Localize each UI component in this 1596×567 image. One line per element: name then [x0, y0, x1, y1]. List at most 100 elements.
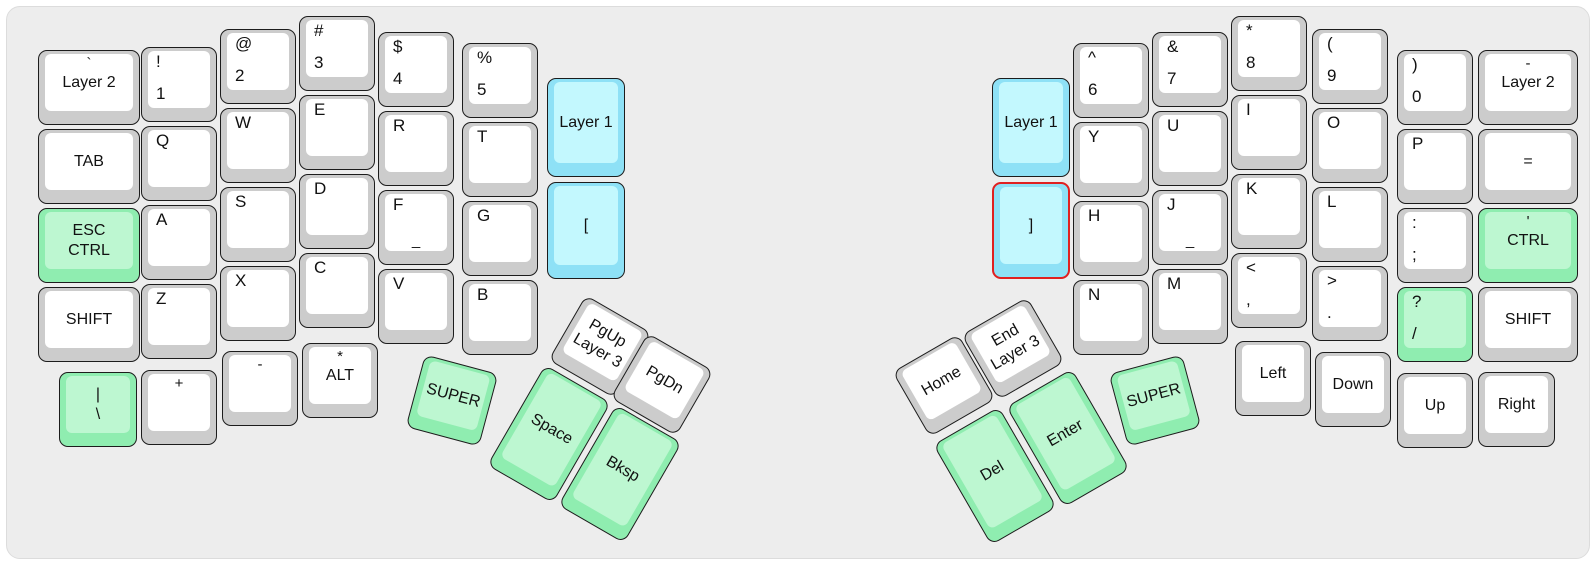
keycap-top: I: [1238, 99, 1300, 156]
key-rparen-0[interactable]: )0: [1397, 50, 1473, 125]
key-shift-left[interactable]: SHIFT: [38, 287, 140, 362]
key-down-arrow[interactable]: Down: [1315, 352, 1391, 427]
key-shift-right[interactable]: SHIFT: [1478, 287, 1578, 362]
key-asterisk-alt[interactable]: *ALT: [302, 343, 378, 418]
keycap-top: -Layer 2: [1485, 54, 1571, 111]
key-s[interactable]: S: [220, 187, 296, 262]
key-label-bottom-left: 4: [393, 69, 403, 88]
key-label-top-left: !: [156, 52, 161, 71]
keycap-top: R: [385, 115, 447, 172]
key-d[interactable]: D: [299, 174, 375, 249]
key-e[interactable]: E: [299, 95, 375, 170]
keycap-top: V: [385, 273, 447, 330]
key-rbracket[interactable]: ]: [992, 182, 1070, 279]
homing-bar: _: [411, 232, 421, 249]
keycap-top: S: [227, 191, 289, 248]
key-caret-6[interactable]: ^6: [1073, 43, 1149, 118]
key-label-top-left: D: [314, 179, 327, 198]
key-h[interactable]: H: [1073, 201, 1149, 276]
key-label-top-left: $: [393, 37, 403, 56]
key-pipe-backslash[interactable]: |\: [59, 372, 137, 447]
key-label-bottom-left: ,: [1246, 290, 1251, 309]
key-m[interactable]: M: [1152, 269, 1228, 344]
key-at-2[interactable]: @2: [220, 29, 296, 104]
key-asterisk-8[interactable]: *8: [1231, 16, 1307, 91]
key-c[interactable]: C: [299, 253, 375, 328]
key-gt-period[interactable]: >.: [1312, 266, 1388, 341]
key-layer1-left[interactable]: Layer 1: [547, 78, 625, 177]
key-y[interactable]: Y: [1073, 122, 1149, 197]
key-label-bottom-left: /: [1412, 324, 1417, 343]
key-super-right[interactable]: SUPER: [1108, 353, 1202, 447]
keycap-top: TAB: [45, 133, 133, 190]
key-k[interactable]: K: [1231, 174, 1307, 249]
key-label-center: Layer 2: [62, 73, 116, 91]
key-p[interactable]: P: [1397, 129, 1473, 204]
keycap-top: H: [1080, 205, 1142, 262]
key-super-left[interactable]: SUPER: [405, 353, 499, 447]
key-w[interactable]: W: [220, 108, 296, 183]
key-question-slash[interactable]: ?/: [1397, 287, 1473, 362]
key-v[interactable]: V: [378, 269, 454, 344]
key-layer1-right[interactable]: Layer 1: [992, 78, 1070, 177]
keycap-top: %5: [469, 47, 531, 104]
key-label-center: SUPER: [1124, 379, 1183, 411]
key-f[interactable]: F_: [378, 190, 454, 265]
keycap-top: (9: [1319, 33, 1381, 90]
key-label-top-left: M: [1167, 274, 1182, 293]
key-u[interactable]: U: [1152, 111, 1228, 186]
key-percent-5[interactable]: %5: [462, 43, 538, 118]
keycap-top: ^6: [1080, 47, 1142, 104]
key-left-arrow[interactable]: Left: [1235, 341, 1311, 416]
key-label-top-center: -: [1525, 55, 1531, 72]
key-label-bottom-left: 9: [1327, 66, 1337, 85]
keycap-top: @2: [227, 33, 289, 90]
key-lparen-9[interactable]: (9: [1312, 29, 1388, 104]
key-b[interactable]: B: [462, 280, 538, 355]
key-label-top-left: Z: [156, 289, 167, 308]
key-z[interactable]: Z: [141, 284, 217, 359]
key-i[interactable]: I: [1231, 95, 1307, 170]
key-lbracket[interactable]: [: [547, 182, 625, 279]
key-exclam-1[interactable]: !1: [141, 47, 217, 122]
key-q[interactable]: Q: [141, 126, 217, 201]
key-up-arrow[interactable]: Up: [1397, 373, 1473, 448]
key-label-center: SHIFT: [1504, 310, 1552, 328]
key-grave-layer2[interactable]: `Layer 2: [38, 50, 140, 125]
key-l[interactable]: L: [1312, 187, 1388, 262]
keycap-top: J_: [1159, 194, 1221, 251]
key-label-top-left: ^: [1088, 48, 1096, 67]
key-lt-comma[interactable]: <,: [1231, 253, 1307, 328]
key-colon-semicolon[interactable]: :;: [1397, 208, 1473, 283]
key-j[interactable]: J_: [1152, 190, 1228, 265]
key-minus-left[interactable]: -: [222, 351, 298, 426]
key-n[interactable]: N: [1073, 280, 1149, 355]
keycap-top: *ALT: [309, 347, 371, 404]
key-label-top-left: Q: [156, 131, 170, 150]
keycap-top: SUPER: [415, 359, 491, 431]
keycap-top: &7: [1159, 36, 1221, 93]
key-amp-7[interactable]: &7: [1152, 32, 1228, 107]
key-label-top-left: %: [477, 48, 493, 67]
key-tab[interactable]: TAB: [38, 129, 140, 204]
key-o[interactable]: O: [1312, 108, 1388, 183]
key-equals[interactable]: =: [1478, 129, 1578, 204]
key-minus-layer2[interactable]: -Layer 2: [1478, 50, 1578, 125]
key-label-top-left: ): [1412, 55, 1418, 74]
key-t[interactable]: T: [462, 122, 538, 197]
key-label-bottom-left: 2: [235, 66, 245, 85]
key-quote-ctrl[interactable]: 'CTRL: [1478, 208, 1578, 283]
key-r[interactable]: R: [378, 111, 454, 186]
key-hash-3[interactable]: #3: [299, 16, 375, 91]
key-right-arrow[interactable]: Right: [1478, 372, 1555, 447]
keycap-top: SUPER: [1116, 359, 1192, 431]
key-x[interactable]: X: [220, 266, 296, 341]
key-plus[interactable]: +: [141, 370, 217, 445]
key-g[interactable]: G: [462, 201, 538, 276]
key-label-center: Layer 2: [1501, 73, 1555, 91]
key-dollar-4[interactable]: $4: [378, 32, 454, 107]
key-a[interactable]: A: [141, 205, 217, 280]
key-label-bottom-left: 3: [314, 53, 324, 72]
